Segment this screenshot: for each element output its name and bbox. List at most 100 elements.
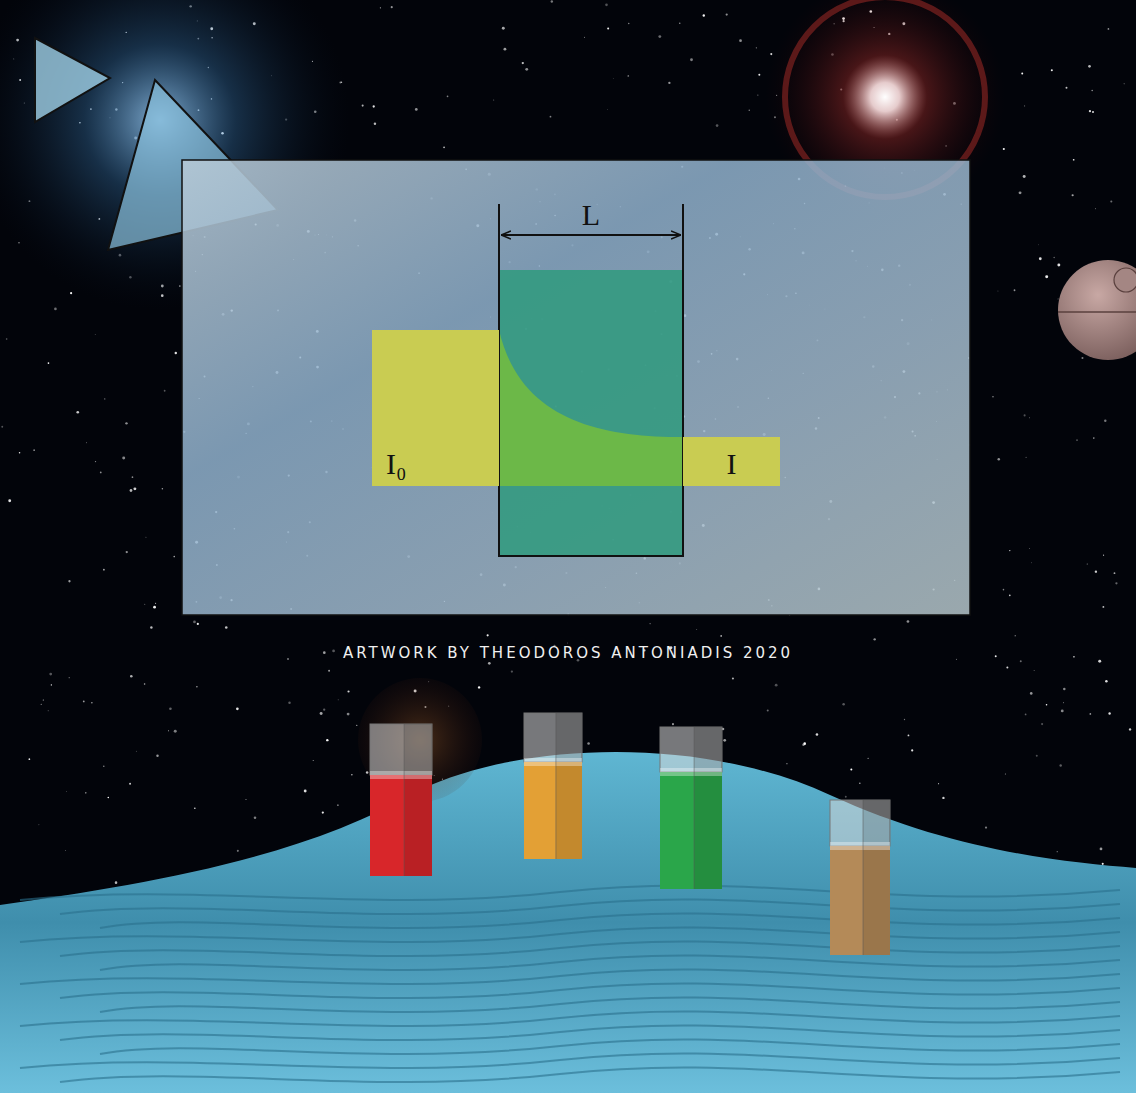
sample-cuvette xyxy=(830,800,890,955)
star xyxy=(236,707,239,710)
star xyxy=(985,826,987,828)
star xyxy=(767,709,769,711)
star xyxy=(942,797,944,799)
star xyxy=(1046,704,1048,706)
star xyxy=(1110,200,1112,202)
star xyxy=(1089,110,1091,112)
star xyxy=(1102,606,1104,608)
star xyxy=(225,626,228,629)
ripple xyxy=(100,913,1120,928)
star xyxy=(904,719,905,720)
star xyxy=(583,36,585,38)
sample-cuvette xyxy=(660,727,722,889)
star xyxy=(628,23,630,25)
diagram-panel xyxy=(182,160,970,615)
star xyxy=(196,686,197,687)
star xyxy=(478,686,480,688)
star xyxy=(1094,208,1096,210)
star xyxy=(696,629,698,631)
star xyxy=(95,461,96,462)
star xyxy=(356,725,357,726)
star xyxy=(1093,437,1095,439)
star xyxy=(723,739,726,742)
star xyxy=(49,673,52,676)
star xyxy=(1073,656,1075,658)
star xyxy=(720,635,722,637)
star xyxy=(347,713,350,716)
star xyxy=(38,824,40,826)
star xyxy=(1129,728,1131,730)
star xyxy=(551,0,553,2)
dimension-arrow xyxy=(501,234,681,236)
star xyxy=(757,94,758,95)
star xyxy=(173,556,175,558)
star xyxy=(649,623,651,625)
star xyxy=(668,82,670,84)
star xyxy=(550,116,552,118)
star xyxy=(76,411,79,414)
star xyxy=(1063,702,1065,704)
star xyxy=(103,766,105,768)
star xyxy=(65,850,67,852)
star xyxy=(43,699,44,700)
star xyxy=(156,754,158,756)
star xyxy=(122,457,125,460)
star xyxy=(511,670,513,672)
star xyxy=(1061,710,1064,713)
star xyxy=(150,626,152,628)
star xyxy=(1004,773,1006,775)
star xyxy=(938,783,939,784)
star xyxy=(288,701,290,703)
star xyxy=(1051,69,1053,71)
star xyxy=(1057,851,1058,852)
star xyxy=(732,677,734,679)
star xyxy=(126,551,128,553)
star xyxy=(83,700,85,702)
intensity-label: I₀ xyxy=(386,447,406,480)
star xyxy=(391,6,393,8)
ripple xyxy=(20,1053,1120,1068)
star xyxy=(842,703,845,706)
star xyxy=(54,308,57,311)
star xyxy=(194,808,195,809)
star xyxy=(313,760,314,761)
star xyxy=(612,77,614,79)
star xyxy=(1065,87,1067,89)
star xyxy=(287,658,288,659)
star xyxy=(70,292,72,294)
star xyxy=(1108,712,1110,714)
star xyxy=(351,774,352,775)
star xyxy=(1123,83,1125,85)
star xyxy=(679,22,681,24)
star xyxy=(1115,582,1117,584)
star xyxy=(1063,688,1066,691)
star xyxy=(1025,714,1027,716)
star xyxy=(1009,550,1010,551)
star xyxy=(164,390,166,392)
star xyxy=(237,850,239,852)
death-star xyxy=(1058,260,1136,360)
star xyxy=(104,398,105,399)
star xyxy=(347,690,349,692)
star xyxy=(162,488,163,489)
star xyxy=(716,124,719,127)
star xyxy=(907,620,910,623)
star xyxy=(338,699,339,700)
intensity-label: I xyxy=(727,447,737,480)
star xyxy=(587,742,590,745)
star xyxy=(1033,670,1035,672)
star xyxy=(169,707,172,710)
star xyxy=(1057,298,1059,300)
star xyxy=(1114,572,1116,574)
star xyxy=(153,606,156,609)
star xyxy=(1038,244,1040,246)
star xyxy=(1029,417,1031,419)
star xyxy=(1072,194,1074,196)
star xyxy=(690,58,693,61)
star xyxy=(627,75,629,77)
ripple xyxy=(20,885,1120,900)
star xyxy=(859,782,861,784)
star xyxy=(323,651,326,654)
ripple xyxy=(60,983,1120,998)
